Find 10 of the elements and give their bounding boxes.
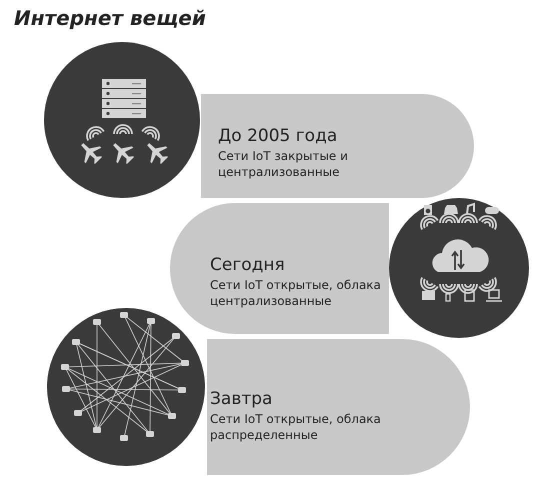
step-band	[201, 94, 474, 198]
step-description: Сети IoT закрытые и централизованные	[218, 148, 349, 180]
step-heading: Сегодня	[210, 255, 286, 275]
step-description: Сети IoT открытые, облака распределенные	[210, 411, 382, 443]
title: Интернет вещей	[14, 6, 206, 30]
step-band	[170, 203, 389, 334]
step-band	[207, 339, 470, 475]
step-description: Сети IoT открытые, облака централизованные	[210, 277, 382, 309]
step-heading: Завтра	[210, 389, 274, 409]
step-heading: До 2005 года	[218, 126, 338, 146]
